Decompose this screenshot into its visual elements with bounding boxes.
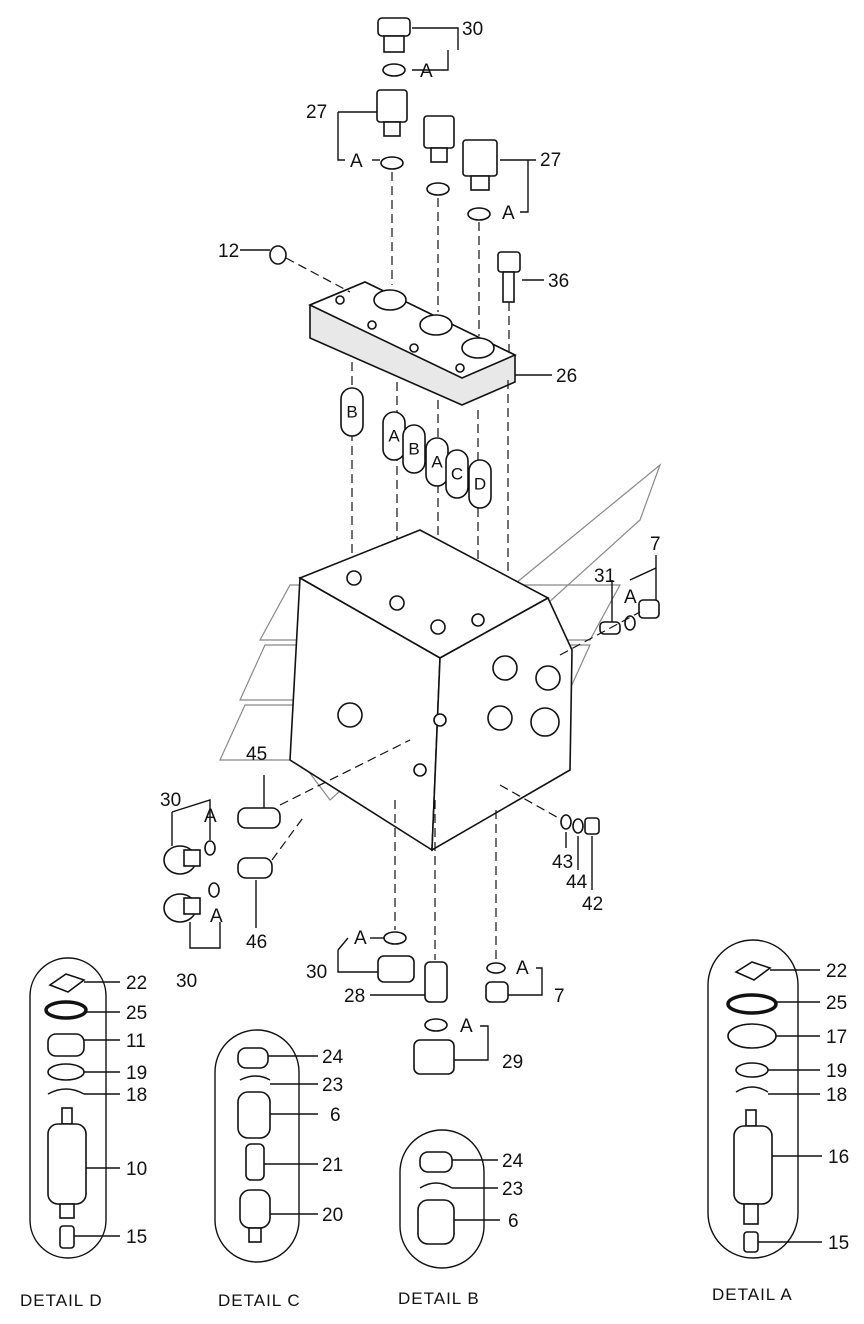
oring-29 [424, 1018, 448, 1032]
callout-43: 43 [552, 852, 573, 873]
callout-a-top: A [420, 61, 433, 82]
callout-30-mid-upper: 30 [160, 790, 181, 811]
oring-7-bottom [486, 962, 506, 974]
callout-a-29: A [460, 1016, 473, 1037]
cover-plate-26 [308, 281, 517, 406]
part-label-detail-d-labels-4: 18 [126, 1085, 147, 1106]
part-label-detail-a-labels-5: 16 [828, 1147, 849, 1168]
callout-a-7-right: A [624, 587, 637, 608]
part-label-detail-a-labels-4: 18 [826, 1085, 847, 1106]
callout-a-mid-upper: A [204, 806, 217, 827]
bolt-36 [497, 251, 521, 303]
part-label-detail-a-labels-2: 17 [826, 1027, 847, 1048]
part-label-detail-c-labels-2: 6 [330, 1105, 341, 1126]
callout-36: 36 [548, 271, 569, 292]
center-adapter [423, 115, 455, 196]
part-label-detail-a-labels-6: 15 [828, 1233, 849, 1254]
callout-7-bottom: 7 [554, 986, 565, 1007]
part-label-capsules-1: A [388, 427, 400, 446]
callout-a-27-left: A [350, 151, 363, 172]
callout-29: 29 [502, 1052, 523, 1073]
callout-a-mid-lower: A [210, 906, 223, 927]
capsule-a-1: A [382, 411, 406, 461]
callout-27-right: 27 [540, 150, 561, 171]
plug-7-bottom [485, 981, 509, 1003]
detail-a: 22 25 17 19 18 16 15 DETAIL A [707, 939, 849, 1304]
callout-28: 28 [344, 986, 365, 1007]
part-label-detail-d-labels-0: 22 [126, 973, 147, 994]
part-label-detail-c-labels-1: 23 [322, 1075, 343, 1096]
part-label-detail-c-labels-4: 20 [322, 1205, 343, 1226]
capsule-c: C [445, 449, 469, 499]
oring-7-right [624, 615, 636, 631]
part-label-detail-c-labels-0: 24 [322, 1047, 344, 1068]
plug-7-right [638, 599, 660, 619]
part-label-detail-a-labels-0: 22 [826, 961, 847, 982]
callout-31: 31 [594, 566, 615, 587]
left-adapter-27 [376, 89, 408, 170]
plug-30-mid-lower [163, 882, 220, 923]
callout-a-7-bottom: A [516, 958, 529, 979]
part-label-detail-d-labels-6: 15 [126, 1227, 147, 1248]
oring-30-bottom [383, 931, 407, 945]
callout-30-top: 30 [462, 19, 483, 40]
callout-30-bottom: 30 [306, 962, 327, 983]
plug-30-bottom [377, 955, 415, 983]
valve-body [289, 529, 573, 852]
capsule-b-2: B [402, 424, 426, 474]
plug-28 [424, 961, 448, 1003]
plug-42 [584, 817, 600, 835]
part-label-detail-b-labels-2: 6 [508, 1211, 519, 1232]
oring-43 [560, 814, 572, 830]
part-label-detail-d-labels-2: 11 [126, 1031, 146, 1052]
capsule-b-1: B [340, 387, 364, 437]
top-plug-30 [377, 17, 411, 77]
part-label-capsules-5: D [474, 475, 486, 494]
plug-30-mid-upper [163, 840, 216, 875]
callout-45: 45 [246, 744, 267, 765]
callout-46: 46 [246, 932, 267, 953]
part-label-capsules-3: A [431, 453, 443, 472]
callout-7-right: 7 [650, 534, 661, 555]
part-label-detail-b-labels-0: 24 [502, 1151, 524, 1172]
right-adapter-27 [462, 139, 498, 221]
part-label-capsules-4: C [451, 465, 463, 484]
part-label-detail-a-labels-1: 25 [826, 993, 847, 1014]
part-label-detail-d-labels-1: 25 [126, 1003, 147, 1024]
sleeve-45 [237, 807, 281, 829]
callout-44: 44 [566, 872, 588, 893]
sleeve-46 [237, 857, 273, 879]
callout-a-30-bottom: A [354, 928, 367, 949]
detail-a-caption: DETAIL A [712, 1285, 793, 1304]
callout-30-mid-lower: 30 [176, 971, 197, 992]
leader-lines [171, 27, 657, 1061]
detail-c-caption: DETAIL C [218, 1291, 301, 1310]
callout-26: 26 [556, 366, 577, 387]
callout-42: 42 [582, 894, 603, 915]
plug-12 [269, 245, 287, 265]
callout-12: 12 [218, 241, 239, 262]
part-label-detail-b-labels-1: 23 [502, 1179, 523, 1200]
plug-29 [413, 1039, 455, 1075]
detail-b-caption: DETAIL B [398, 1289, 480, 1308]
capsule-a-2: A [425, 437, 449, 487]
detail-d-caption: DETAIL D [20, 1291, 103, 1310]
part-label-detail-d-labels-3: 19 [126, 1063, 147, 1084]
part-label-detail-c-labels-3: 21 [322, 1155, 343, 1176]
detail-b: 24 23 6 DETAIL B [398, 1129, 524, 1308]
part-label-detail-a-labels-3: 19 [826, 1061, 847, 1082]
part-label-capsules-0: B [346, 403, 357, 422]
detail-c: 24 23 6 21 20 DETAIL C [214, 1029, 344, 1310]
washer-44 [572, 818, 584, 834]
capsule-d: D [468, 459, 492, 509]
callout-27-left: 27 [306, 102, 327, 123]
detail-d: 22 25 11 19 18 10 15 DETAIL D [20, 957, 147, 1310]
part-label-detail-d-labels-5: 10 [126, 1159, 147, 1180]
callout-a-27-right: A [502, 203, 515, 224]
part-label-capsules-2: B [408, 440, 419, 459]
